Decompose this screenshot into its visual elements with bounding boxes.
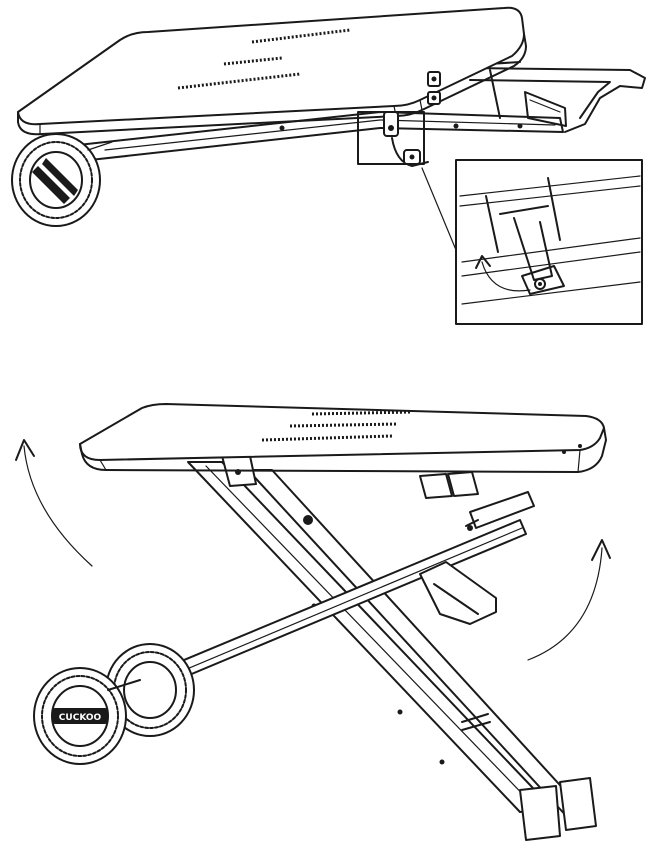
leg-rear <box>187 461 597 841</box>
unfolded-stand-view: CUCKOO <box>15 403 611 841</box>
vent-line <box>311 410 413 416</box>
vent-line <box>177 72 301 90</box>
curved-arrow-icon <box>15 439 93 567</box>
wheel-icon <box>11 133 113 227</box>
pivot-latch-detail <box>455 159 643 325</box>
wheel-icon: CUCKOO <box>33 667 127 765</box>
hinge-hardware <box>383 71 441 167</box>
vent-line <box>223 56 283 66</box>
curved-arrow-icon <box>527 539 611 661</box>
vent-line <box>251 28 351 44</box>
brand-plate <box>52 708 108 724</box>
folded-cart-view <box>11 6 646 251</box>
callout-leader <box>421 167 457 251</box>
vent-line <box>261 434 393 442</box>
callout-frame <box>357 111 425 165</box>
folded-handle <box>469 61 646 133</box>
detail-frame <box>455 159 643 325</box>
unfolded-tabletop <box>79 403 607 473</box>
curved-arrow-icon <box>475 255 491 269</box>
brand-mark: CUCKOO <box>59 713 102 723</box>
carry-handle <box>419 561 497 625</box>
wheel-icon <box>105 643 195 737</box>
